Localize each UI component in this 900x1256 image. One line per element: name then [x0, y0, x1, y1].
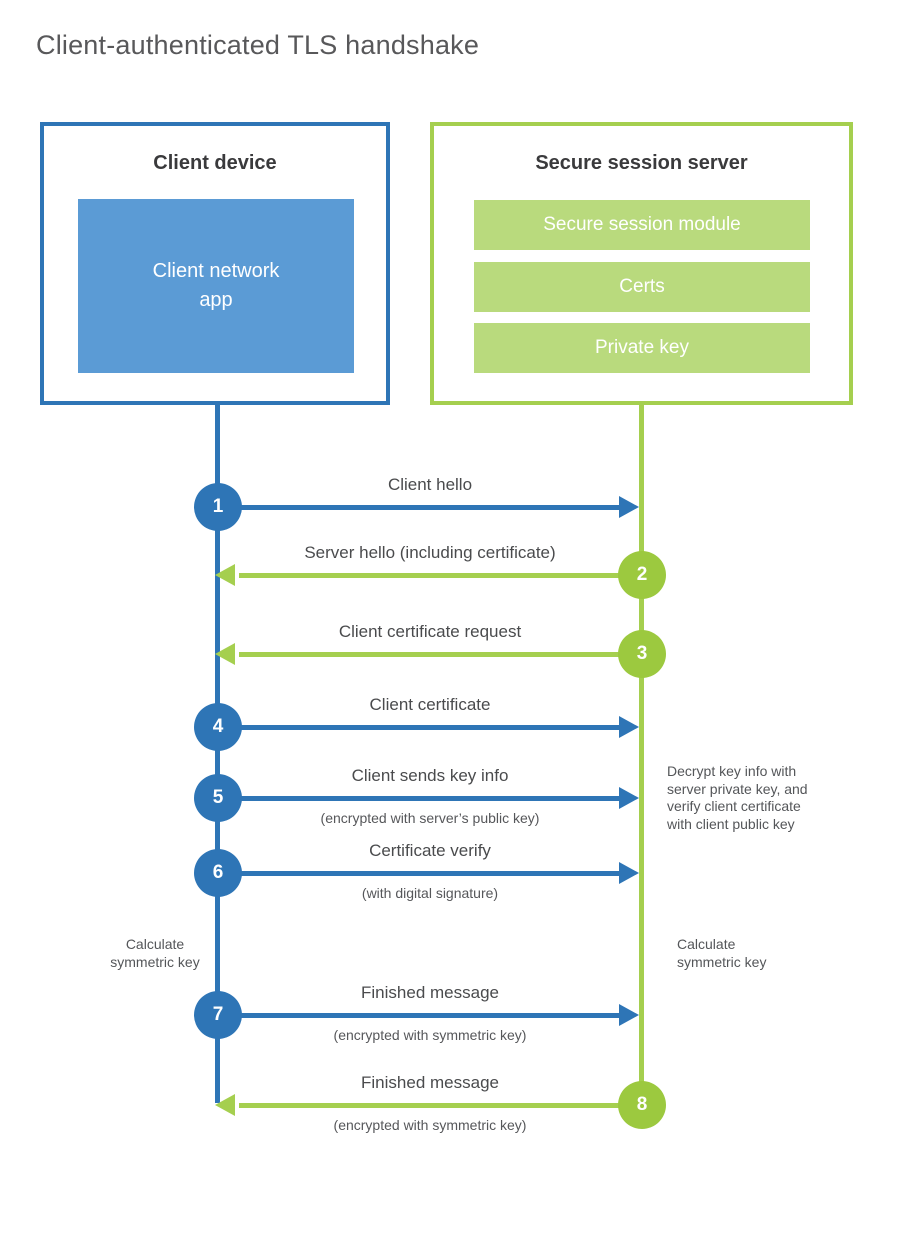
step-number-badge: 6 [194, 849, 242, 897]
page-title: Client-authenticated TLS handshake [36, 30, 480, 60]
step-number-badge: 5 [194, 774, 242, 822]
client-lifeline [215, 405, 220, 1103]
arrow-right-icon [619, 716, 639, 738]
server-module-certs: Certs [474, 262, 810, 312]
calculate-symmetric-key-note-client: Calculate symmetric key [110, 936, 200, 970]
arrow-line [239, 573, 642, 578]
arrow-right-icon [619, 787, 639, 809]
arrow-line [217, 871, 621, 876]
arrow-line [239, 652, 642, 657]
step-number-badge: 1 [194, 483, 242, 531]
arrow-left-icon [215, 643, 235, 665]
arrow-left-icon [215, 564, 235, 586]
message-sublabel: (encrypted with server’s public key) [320, 810, 540, 826]
calculate-symmetric-key-note-server: Calculate symmetric key [677, 936, 767, 970]
arrow-right-icon [619, 496, 639, 518]
arrow-right-icon [619, 1004, 639, 1026]
arrow-right-icon [619, 862, 639, 884]
message-label: Certificate verify [369, 841, 491, 860]
arrow-left-icon [215, 1094, 235, 1116]
server-lifeline [639, 405, 644, 1105]
step-number-badge: 3 [618, 630, 666, 678]
client-network-app-box: Client network app [78, 199, 354, 373]
message-label: Client certificate [369, 695, 491, 714]
secure-session-server-title: Secure session server [535, 152, 748, 174]
message-label: Client certificate request [338, 622, 522, 641]
arrow-line [239, 1103, 642, 1108]
message-label: Finished message [361, 983, 499, 1002]
server-module-private-key: Private key [474, 323, 810, 373]
decrypt-key-note: Decrypt key info with server private key… [667, 763, 808, 832]
arrow-line [217, 1013, 621, 1018]
step-number-badge: 7 [194, 991, 242, 1039]
server-module-secure-session: Secure session module [474, 200, 810, 250]
message-label: Server hello (including certificate) [304, 543, 556, 562]
message-sublabel: (encrypted with symmetric key) [333, 1027, 527, 1043]
step-number-badge: 4 [194, 703, 242, 751]
arrow-line [217, 505, 621, 510]
message-label: Client sends key info [351, 766, 509, 785]
message-sublabel: (encrypted with symmetric key) [333, 1117, 527, 1133]
message-label: Finished message [361, 1073, 499, 1092]
step-number-badge: 2 [618, 551, 666, 599]
client-device-title: Client device [153, 152, 277, 174]
message-sublabel: (with digital signature) [361, 885, 499, 901]
arrow-line [217, 796, 621, 801]
arrow-line [217, 725, 621, 730]
message-label: Client hello [387, 475, 473, 494]
step-number-badge: 8 [618, 1081, 666, 1129]
